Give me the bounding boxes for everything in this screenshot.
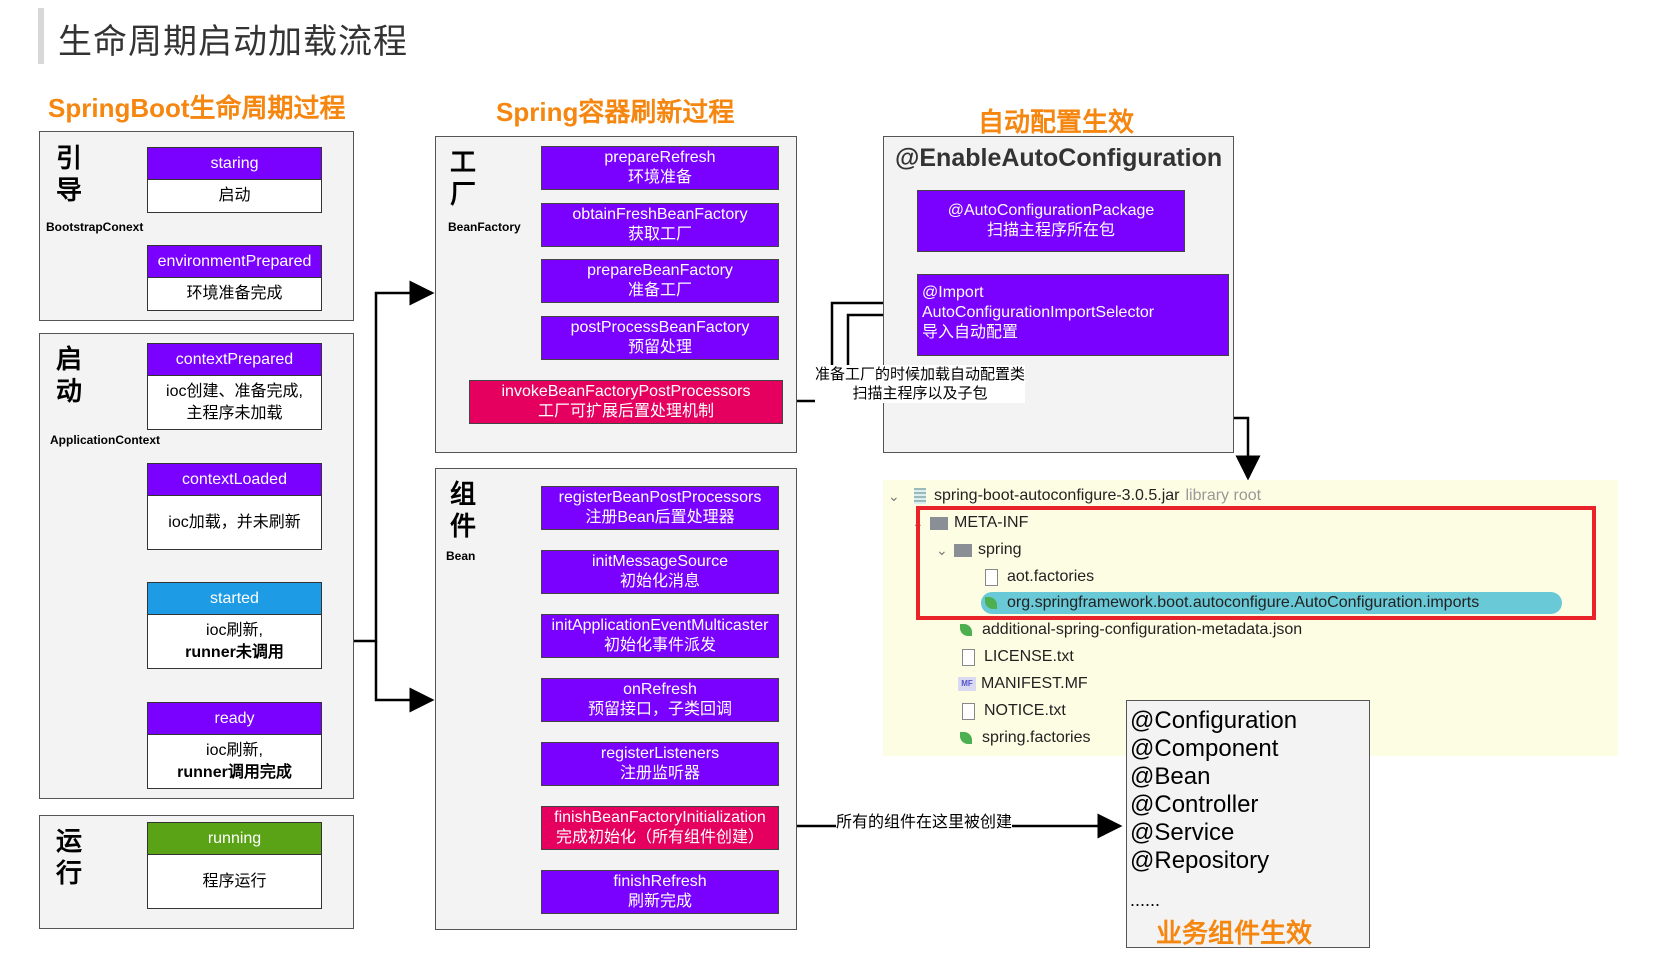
label-factory: 工厂 [449, 147, 476, 209]
annotation-repository: @Repository [1130, 847, 1270, 874]
tree-row-aot-factories[interactable]: aot.factories [985, 566, 1094, 588]
tree-row-notice[interactable]: NOTICE.txt [962, 700, 1066, 722]
page-title: 生命周期启动加载流程 [58, 23, 408, 61]
event-environment-prepared: environmentPrepared [147, 245, 322, 278]
jar-root-name: spring-boot-autoconfigure-3.0.5.jar [934, 487, 1180, 504]
section-title-container: Spring容器刷新过程 [496, 97, 735, 127]
event-ready-desc: ioc刷新,runner调用完成 [147, 735, 322, 789]
chevron-down-icon: ⌄ [888, 487, 900, 504]
annotation-component: @Component [1130, 735, 1279, 762]
arrow-invoke-to-import-1 [782, 290, 915, 403]
business-components-box [1126, 700, 1370, 948]
label-components: 组件 [449, 479, 476, 541]
imports-highlight [981, 592, 1562, 614]
tree-row-autoconfiguration-imports[interactable]: org.springframework.boot.autoconfigure.A… [985, 592, 1479, 614]
file-icon [962, 648, 975, 666]
label-bootstrap-context: BootstrapConext [46, 220, 144, 234]
meta-inf-folder-name: META-INF [954, 514, 1029, 531]
metadata-json-name: additional-spring-configuration-metadata… [982, 621, 1303, 638]
factory-autoconfig-note: 准备工厂的时候加载自动配置类 扫描主程序以及子包 [815, 365, 1026, 403]
event-context-prepared-desc: ioc创建、准备完成,主程序未加载 [147, 376, 322, 430]
notice-file-name: NOTICE.txt [984, 702, 1066, 719]
event-running-desc: 程序运行 [147, 855, 322, 909]
tree-row-manifest[interactable]: MF MANIFEST.MF [958, 673, 1088, 695]
business-components-title: 业务组件生效 [1156, 918, 1313, 948]
label-startup: 启动 [55, 344, 82, 406]
annotation-configuration: @Configuration [1130, 707, 1298, 734]
tree-row-metadata-json[interactable]: additional-spring-configuration-metadata… [960, 619, 1302, 641]
section-title-springboot: SpringBoot生命周期过程 [48, 93, 346, 123]
chevron-down-icon: ⌄ [936, 541, 948, 558]
event-started: started [147, 582, 322, 615]
file-icon [962, 702, 975, 720]
manifest-file-name: MANIFEST.MF [981, 675, 1088, 692]
label-run: 运行 [55, 826, 82, 888]
event-environment-prepared-desc: 环境准备完成 [147, 278, 322, 311]
library-root-tag: library root [1185, 487, 1262, 504]
manifest-icon: MF [958, 677, 976, 691]
license-file-name: LICENSE.txt [984, 648, 1074, 665]
title-accent-bar [38, 8, 44, 64]
event-context-loaded-desc: ioc加载，并未刷新 [147, 496, 322, 550]
arrow-started-to-components [374, 641, 435, 713]
imports-red-outline [916, 506, 1596, 620]
label-bean-factory: BeanFactory [448, 220, 521, 234]
annotation-service: @Service [1130, 819, 1235, 846]
event-ready: ready [147, 702, 322, 735]
event-context-loaded: contextLoaded [147, 463, 322, 496]
label-bootstrap: 引导 [55, 143, 82, 205]
event-context-prepared: contextPrepared [147, 343, 322, 376]
event-running: running [147, 822, 322, 855]
jar-icon [914, 488, 926, 504]
event-started-desc: ioc刷新,runner未调用 [147, 615, 322, 669]
component-creation-note: 所有的组件在这里被创建 [836, 808, 1013, 832]
annotation-controller: @Controller [1130, 791, 1259, 818]
business-ellipsis: ...... [1130, 890, 1161, 910]
tree-row-spring-folder[interactable]: ⌄ spring [936, 539, 1022, 561]
autoconfiguration-imports-name: org.springframework.boot.autoconfigure.A… [1007, 594, 1480, 611]
spring-factories-name: spring.factories [982, 729, 1091, 746]
annotation-bean: @Bean [1130, 763, 1211, 790]
import-selector-box: @Import AutoConfigurationImportSelector … [917, 274, 1229, 356]
label-application-context: ApplicationContext [50, 433, 160, 447]
section-title-autoconfig: 自动配置生效 [978, 107, 1135, 137]
business-annotation-list: @Configuration @Component @Bean @Control… [1130, 707, 1297, 875]
spring-leaf-icon [985, 597, 997, 609]
file-icon [985, 568, 998, 586]
spring-leaf-icon [960, 624, 972, 636]
spring-folder-name: spring [978, 541, 1022, 558]
folder-icon [930, 516, 948, 530]
tree-row-jar-root[interactable]: ⌄ spring-boot-autoconfigure-3.0.5.jar li… [888, 485, 1261, 507]
spring-leaf-icon [960, 732, 972, 744]
tree-row-license[interactable]: LICENSE.txt [962, 646, 1074, 668]
tree-row-spring-factories[interactable]: spring.factories [960, 727, 1091, 749]
event-staring-desc: 启动 [147, 180, 322, 213]
aot-factories-name: aot.factories [1007, 568, 1095, 585]
enable-auto-configuration-title: @EnableAutoConfiguration [895, 144, 1223, 172]
folder-icon [954, 543, 972, 557]
label-bean: Bean [446, 549, 476, 563]
event-staring: staring [147, 147, 322, 180]
